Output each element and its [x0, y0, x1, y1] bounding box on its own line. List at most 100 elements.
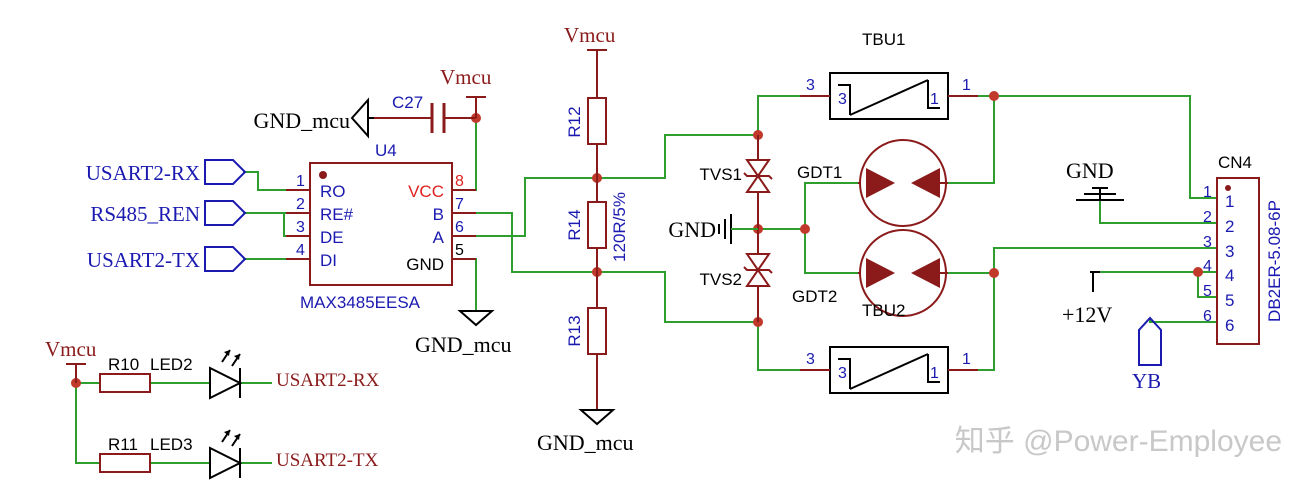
led-led2: LED2	[150, 349, 243, 400]
net-label-usart2-tx-led: USART2-TX	[276, 450, 379, 471]
u4-pin-name-de: DE	[320, 228, 344, 247]
wire-a-to-tvs1	[597, 134, 758, 179]
gdt1-ref: GDT1	[797, 163, 842, 182]
u4-pin-name-b: B	[433, 205, 444, 224]
net-port-usart2-tx-in: USART2-TX	[87, 246, 247, 272]
wire-cn4-4-5	[1197, 272, 1217, 298]
plus12v-symbol: +12V	[1062, 271, 1112, 327]
u4-pin-num: 2	[296, 196, 305, 213]
r10-ref: R10	[108, 355, 139, 374]
ic-u4: U4 MAX3485EESA 1 2 3 4 RO RE# DE DI 8 7 …	[286, 141, 476, 312]
tbu1-inner-pin: 3	[838, 91, 847, 108]
junctions	[71, 91, 1203, 388]
net-label-usart2-rx: USART2-RX	[86, 161, 200, 185]
gnd-label: GND	[668, 217, 716, 242]
u4-pin-name-a: A	[433, 228, 445, 247]
gnd-symbol-cn4: GND	[1066, 158, 1124, 201]
c27-ref: C27	[392, 93, 423, 112]
u4-pin-num: 3	[296, 219, 305, 236]
wire-gdt2-left	[804, 229, 858, 274]
gnd-mcu-symbol-r13: GND_mcu	[537, 409, 634, 455]
connector-cn4: CN4 DB2ER-5.08-6P 1 2 3 4 5 6 1 2 3 4 5 …	[1203, 153, 1284, 345]
tbu2-pin-num: 1	[962, 351, 971, 368]
resistor-r11: R11	[99, 435, 151, 473]
junction-dot	[1193, 267, 1203, 277]
vmcu-label: Vmcu	[440, 65, 492, 89]
wire-tbu1-to-cn4	[948, 95, 1217, 199]
cn4-ref: CN4	[1218, 153, 1252, 172]
gas-discharge-tube-gdt2: GDT2	[792, 229, 948, 317]
tbu1-pin-num: 1	[962, 77, 971, 94]
resistor-r14: R14 120R/5%	[565, 178, 629, 272]
gdt2-ref: GDT2	[792, 287, 837, 306]
vmcu-symbol-leds: Vmcu	[45, 337, 97, 383]
gas-discharge-tube-gdt1: GDT1	[797, 139, 948, 227]
r11-ref: R11	[108, 435, 138, 454]
tvs-diode-tvs2: TVS2	[699, 229, 773, 322]
tbu2-ref: TBU2	[862, 301, 905, 320]
u4-pin-name-vcc: VCC	[408, 182, 444, 201]
cn4-pin-name: 2	[1225, 217, 1234, 236]
u4-pin-num: 7	[455, 196, 464, 213]
tbu1-inner-pin: 1	[930, 91, 939, 108]
wire-gdt1-right	[948, 96, 995, 184]
cn4-pin-name: 4	[1225, 266, 1234, 285]
tbu1-ref: TBU1	[862, 30, 905, 49]
vmcu-symbol-c27: Vmcu	[440, 65, 492, 118]
tvs2-ref: TVS2	[699, 270, 742, 289]
net-label-led-rx: USART2-RX	[276, 370, 380, 391]
r13-ref: R13	[565, 315, 584, 346]
cn4-pin-name: 6	[1225, 316, 1234, 335]
tbu-tbu2: 3 1 3 1 TBU2	[800, 301, 978, 394]
cn4-pin-num: 5	[1203, 283, 1212, 300]
cn4-pin-num: 3	[1203, 234, 1212, 251]
wire-a-line	[452, 177, 597, 237]
u4-pin-name-re: RE#	[320, 205, 354, 224]
u4-pin-name-di: DI	[320, 251, 337, 270]
u4-pin-num: 1	[296, 173, 305, 190]
resistor-r10: R10	[99, 355, 151, 393]
tbu2-inner-pin: 1	[930, 365, 939, 382]
led3-ref: LED3	[150, 435, 193, 454]
net-label-led-tx: USART2-TX	[276, 450, 379, 471]
net-label-usart2-rx-led: USART2-RX	[276, 370, 380, 391]
net-label-rs485-ren: RS485_REN	[90, 202, 200, 226]
wire-usart2-rx-in	[243, 171, 310, 191]
cn4-pin-num: 4	[1203, 258, 1212, 275]
cn4-value: DB2ER-5.08-6P	[1265, 200, 1284, 322]
gnd-mcu-label: GND_mcu	[253, 108, 350, 133]
wire-b-line	[452, 212, 597, 273]
watermark: 知乎 @Power-Employee	[955, 425, 1282, 458]
tbu2-pin-num: 3	[806, 351, 815, 368]
led-led3: LED3	[150, 429, 243, 480]
gnd-mcu-label: GND_mcu	[415, 332, 512, 357]
gnd-symbol-tvs: GND	[668, 214, 758, 244]
vmcu-symbol-r12: Vmcu	[564, 23, 616, 98]
cn4-pin-num: 1	[1203, 184, 1212, 201]
resistor-r12: R12	[565, 97, 607, 178]
wire-u4-gnd	[452, 258, 477, 311]
wire-gdt1-left	[804, 182, 858, 229]
u4-pin-name-gnd: GND	[406, 255, 444, 274]
gnd-mcu-symbol-c27: GND_mcu	[253, 97, 374, 139]
cn4-pin-name: 1	[1225, 192, 1234, 211]
net-port-usart2-rx-in: USART2-RX	[86, 159, 247, 185]
wire-tvs1-to-tbu1	[757, 95, 830, 135]
resistor-r13: R13	[565, 272, 607, 410]
tbu1-pin-num: 3	[806, 77, 815, 94]
tbu2-inner-pin: 3	[838, 365, 847, 382]
u4-ref: U4	[375, 141, 397, 160]
junction-dot	[989, 91, 999, 101]
junction-dot	[989, 268, 999, 278]
u4-pin-num: 8	[455, 173, 464, 190]
r14-value: 120R/5%	[610, 192, 629, 262]
u4-pin-num: 4	[296, 242, 305, 259]
cn4-pin-name: 5	[1225, 291, 1234, 310]
gnd-label: GND	[1066, 158, 1114, 183]
r12-ref: R12	[565, 106, 584, 137]
wire-b-to-tvs2	[597, 271, 758, 323]
gnd-mcu-symbol-u4: GND_mcu	[415, 310, 512, 357]
wire-gnd-to-cn4	[1099, 200, 1217, 224]
capacitor-c27: C27	[372, 93, 476, 133]
